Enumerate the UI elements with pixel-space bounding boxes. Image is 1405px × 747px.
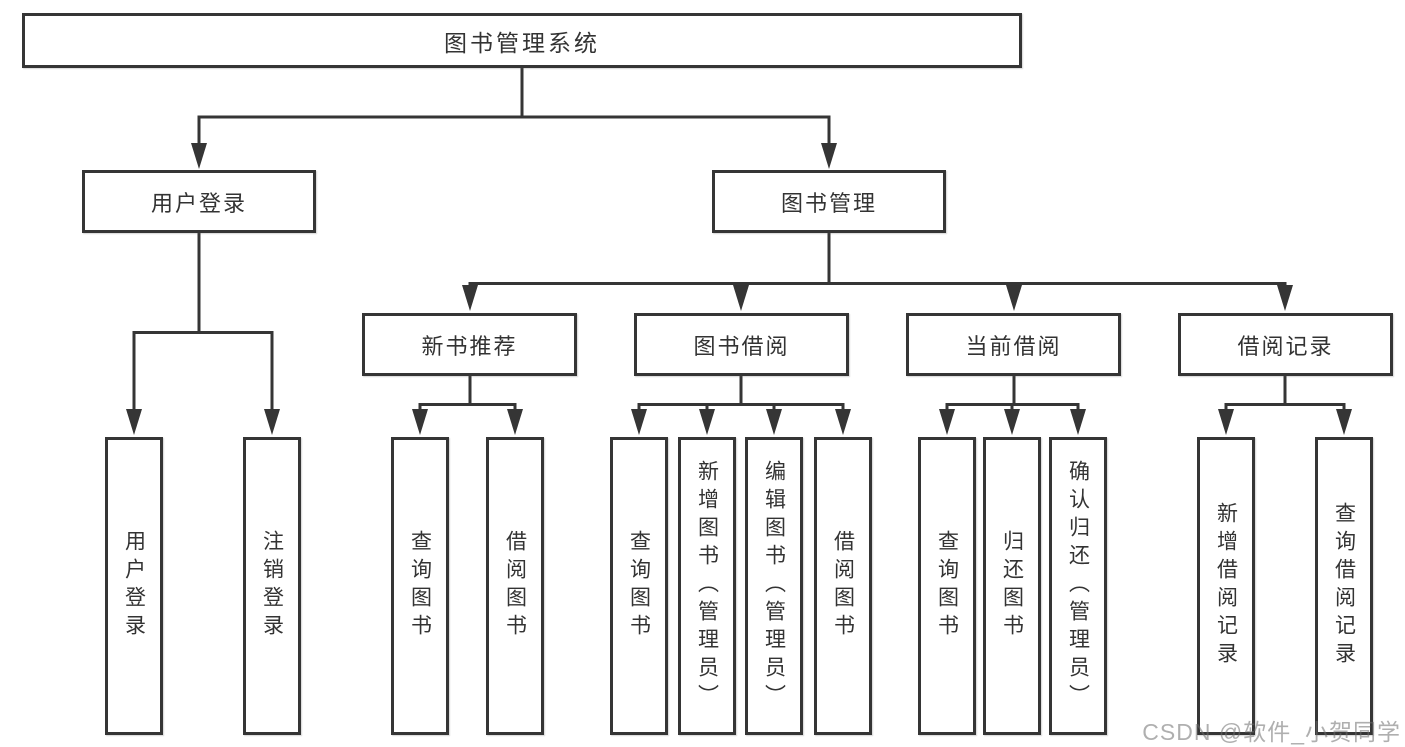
node-label: 编辑图书（管理员）: [762, 460, 786, 712]
connector-book-management-to-level3: [468, 233, 1287, 287]
node-label: 图书管理系统: [444, 29, 600, 56]
leaf-logout-login: 注销登录: [243, 437, 301, 735]
leaf-borrow-books-2: 借阅图书: [814, 437, 872, 735]
csdn-watermark: CSDN @软件_小贺同学: [1142, 719, 1401, 745]
connector-user-login-to-leaves: [132, 233, 274, 410]
node-book-borrow: 图书借阅: [634, 313, 849, 376]
node-user-login: 用户登录: [82, 170, 316, 233]
node-label: 查询图书: [627, 530, 651, 642]
node-label: 当前借阅: [965, 333, 1062, 359]
node-label: 借阅记录: [1237, 333, 1334, 359]
connector-book-borrow-to-leaves: [637, 376, 845, 410]
node-label: 借阅图书: [831, 530, 855, 642]
node-label: 查询借阅记录: [1332, 502, 1356, 670]
leaf-query-books-3: 查询图书: [918, 437, 976, 735]
connector-root-to-level2: [197, 68, 831, 144]
node-label: 查询图书: [935, 530, 959, 642]
connector-borrow-records-to-leaves: [1224, 376, 1346, 410]
node-label: 新增借阅记录: [1214, 502, 1238, 670]
leaf-query-books-1: 查询图书: [391, 437, 449, 735]
connector-new-book-recommend-to-leaves: [418, 376, 517, 410]
node-label: 用户登录: [122, 530, 146, 642]
node-label: 借阅图书: [503, 530, 527, 642]
leaf-edit-book-admin: 编辑图书（管理员）: [745, 437, 803, 735]
node-label: 新书推荐: [421, 333, 518, 359]
node-label: 用户登录: [150, 190, 247, 216]
node-label: 归还图书: [1000, 530, 1024, 642]
node-label: 查询图书: [408, 530, 432, 642]
node-current-borrow: 当前借阅: [906, 313, 1121, 376]
node-label: 新增图书（管理员）: [695, 460, 719, 712]
leaf-add-book-admin: 新增图书（管理员）: [678, 437, 736, 735]
node-label: 图书借阅: [693, 333, 790, 359]
node-label: 注销登录: [260, 530, 284, 642]
leaf-add-borrow-record: 新增借阅记录: [1197, 437, 1255, 735]
node-new-book-recommend: 新书推荐: [362, 313, 577, 376]
leaf-borrow-books-1: 借阅图书: [486, 437, 544, 735]
node-library-management-system: 图书管理系统: [22, 13, 1022, 68]
connector-current-borrow-to-leaves: [945, 376, 1080, 410]
node-book-management: 图书管理: [712, 170, 946, 233]
leaf-query-books-2: 查询图书: [610, 437, 668, 735]
node-label: 图书管理: [780, 190, 877, 216]
leaf-query-borrow-record: 查询借阅记录: [1315, 437, 1373, 735]
leaf-user-login: 用户登录: [105, 437, 163, 735]
node-label: 确认归还（管理员）: [1066, 460, 1090, 712]
node-borrow-records: 借阅记录: [1178, 313, 1393, 376]
leaf-confirm-return-admin: 确认归还（管理员）: [1049, 437, 1107, 735]
leaf-return-books: 归还图书: [983, 437, 1041, 735]
